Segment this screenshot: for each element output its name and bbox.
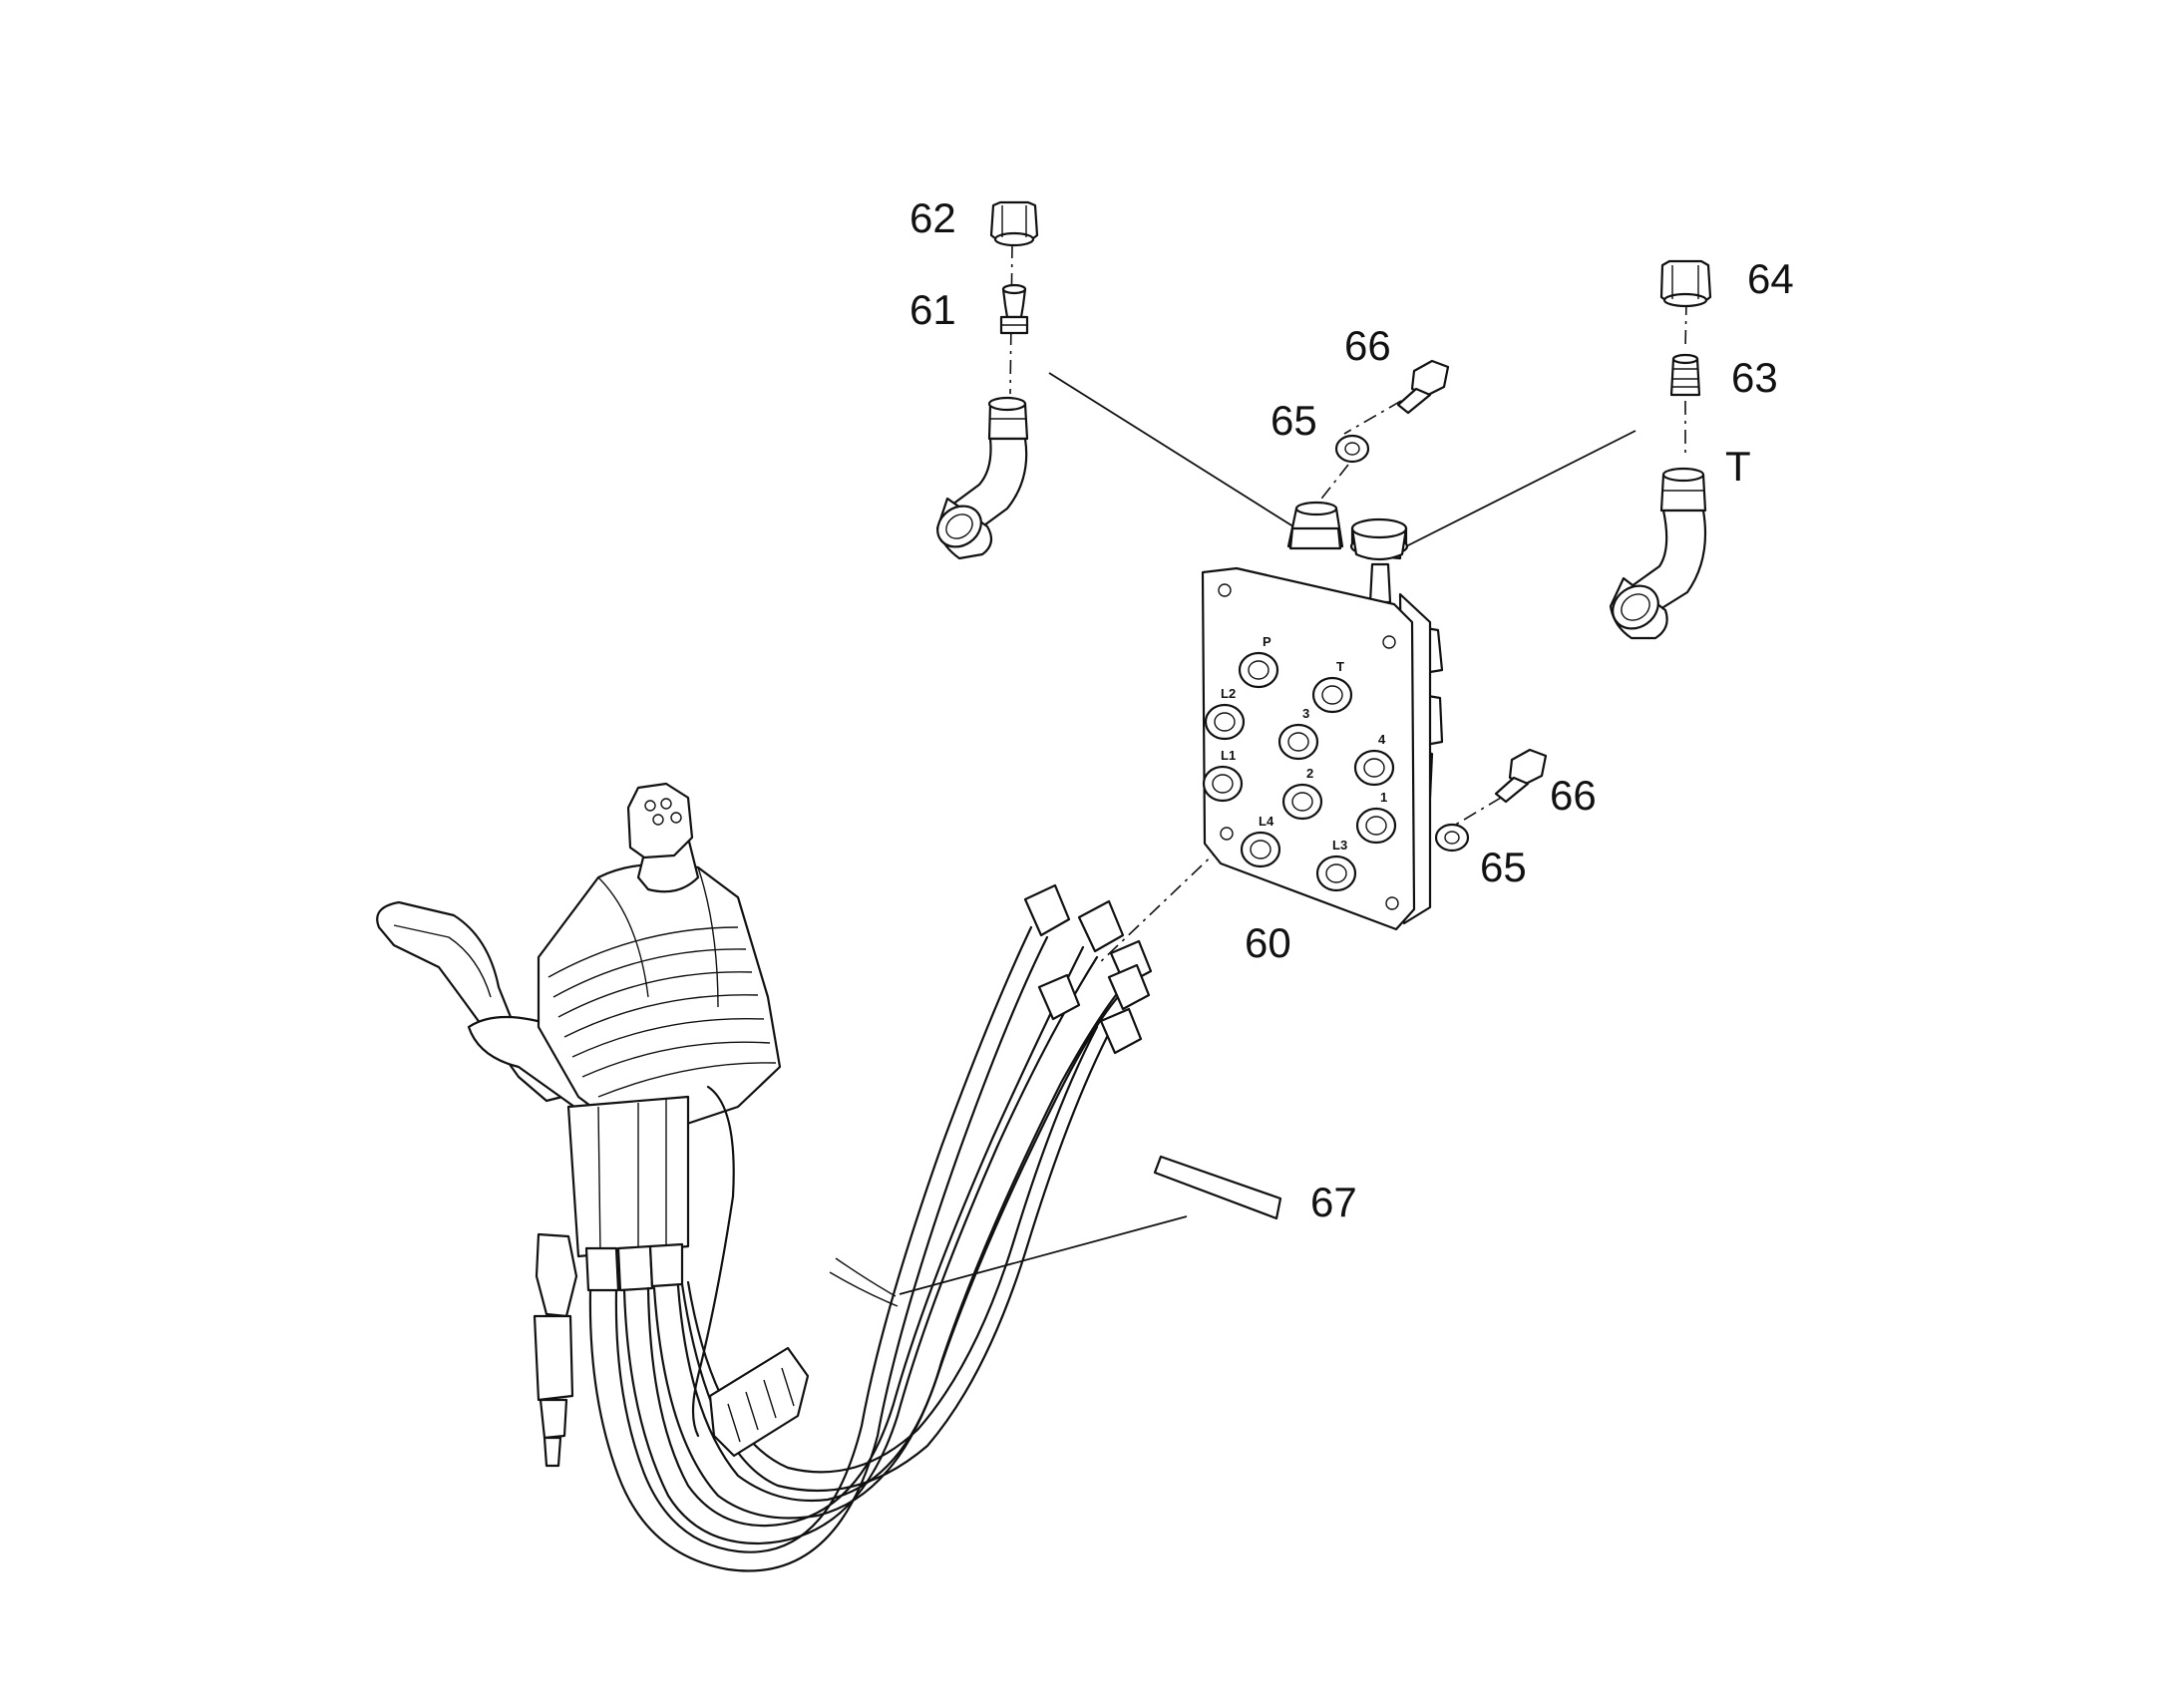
right-elbow-fitting: [1609, 467, 1707, 640]
svg-text:3: 3: [1302, 706, 1309, 721]
port-3: 3: [1277, 706, 1319, 761]
port-2: 2: [1281, 766, 1323, 821]
nipple-61: [999, 283, 1029, 335]
bolt-66-lower: [1494, 748, 1548, 804]
port-1: 1: [1355, 790, 1397, 845]
bolt-66-upper: [1396, 359, 1450, 415]
port-p: P: [1238, 634, 1279, 689]
callout-65-upper: 65: [1271, 397, 1317, 444]
svg-text:P: P: [1263, 634, 1272, 649]
svg-text:L4: L4: [1259, 814, 1274, 829]
port-l3: L3: [1315, 838, 1357, 892]
washer-65-upper: [1334, 434, 1370, 464]
valve-plate-60: P T L2 3 4 L1 2: [1201, 501, 1444, 931]
left-elbow-fitting: [935, 396, 1029, 560]
callout-66-lower: 66: [1550, 772, 1597, 819]
svg-text:4: 4: [1378, 732, 1386, 747]
svg-text:T: T: [1336, 659, 1344, 674]
callout-61: 61: [909, 286, 956, 333]
nipple-63: [1669, 353, 1701, 397]
svg-text:L1: L1: [1221, 748, 1236, 763]
washer-65-lower: [1434, 823, 1470, 853]
callout-63: 63: [1731, 354, 1778, 401]
svg-text:L2: L2: [1221, 686, 1236, 701]
callout-62: 62: [909, 194, 956, 241]
callout-66-upper: 66: [1344, 322, 1391, 369]
joystick-assembly: [376, 782, 1153, 1572]
svg-text:L3: L3: [1332, 838, 1347, 853]
leader-lines: [899, 243, 1687, 1295]
svg-text:2: 2: [1306, 766, 1313, 781]
callout-65-lower: 65: [1480, 844, 1527, 890]
port-l1: L1: [1202, 748, 1244, 803]
port-4: 4: [1353, 732, 1395, 787]
nut-64: [1659, 259, 1712, 308]
callout-67: 67: [1310, 1179, 1357, 1225]
callout-labels: 62 61 66 65 64 63 T 66 65 60 67: [909, 194, 1794, 1225]
callout-60: 60: [1245, 919, 1291, 966]
port-l4: L4: [1240, 814, 1281, 868]
nut-62: [989, 200, 1039, 247]
callout-t-port: T: [1725, 443, 1751, 490]
port-l2: L2: [1204, 686, 1246, 741]
cable-tie-67: [829, 1155, 1282, 1307]
svg-text:1: 1: [1380, 790, 1387, 805]
callout-64: 64: [1747, 255, 1794, 302]
port-t: T: [1311, 659, 1353, 714]
